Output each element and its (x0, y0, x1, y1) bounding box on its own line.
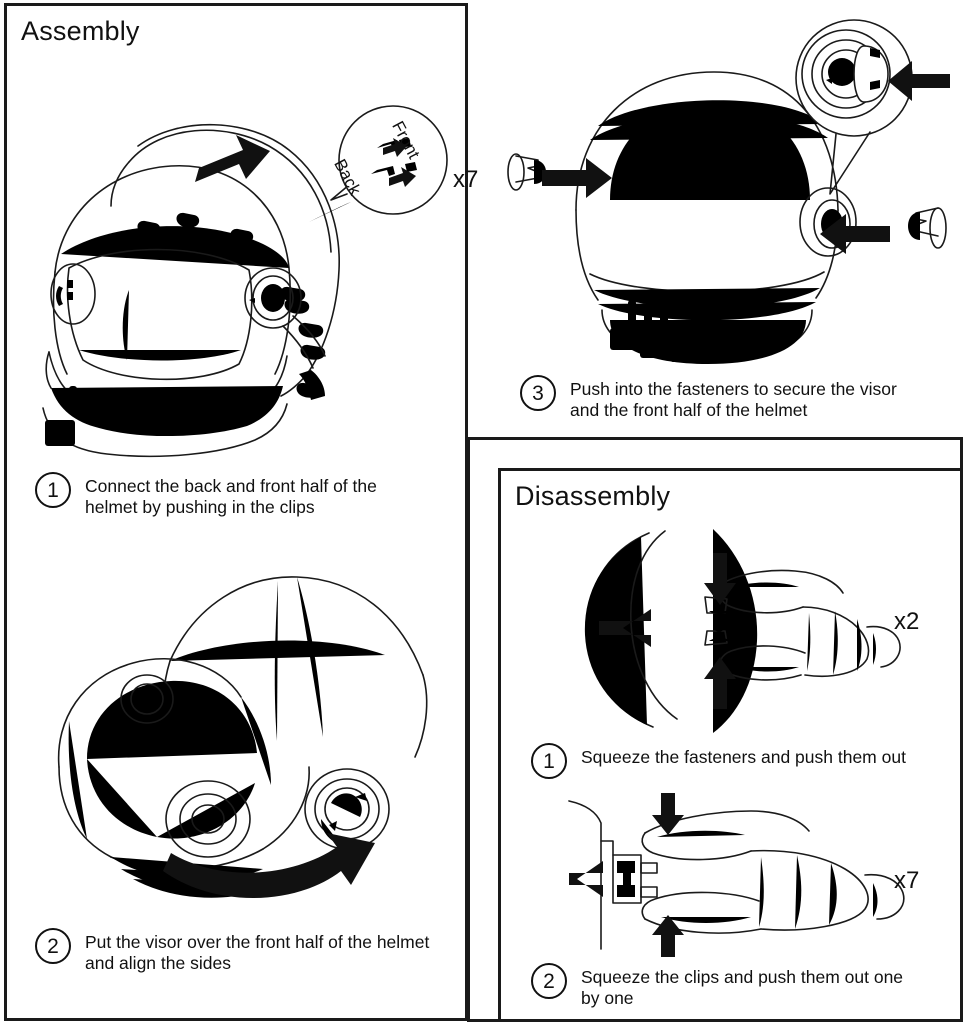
clip-quantity-label: x7 (453, 166, 479, 193)
assembly-step-2-text: Put the visor over the front half of the… (85, 932, 430, 974)
disassembly-step-2: 2 Squeeze the clips and push them out on… (531, 963, 926, 1010)
disassembly-step-2-text: Squeeze the clips and push them out one … (581, 967, 904, 1009)
assembly-step2-illustration (25, 571, 455, 916)
assembly-step-1: 1 Connect the back and front half of the… (35, 472, 430, 519)
assembly-step-3-number: 3 (520, 375, 556, 411)
assembly-panel-title: Assembly (21, 16, 140, 46)
disassembly-step-1-quantity: x2 (894, 608, 920, 635)
disassembly-outer-frame: Disassembly (467, 437, 963, 1022)
assembly-step-3: 3 Push into the fasteners to secure the … (520, 375, 915, 422)
assembly-step3-illustration (498, 19, 954, 374)
assembly-step-3-text: Push into the fasteners to secure the vi… (570, 379, 897, 421)
assembly-step-2-number: 2 (35, 928, 71, 964)
disassembly-step2-illustration (565, 789, 925, 961)
assembly-step-1-number: 1 (35, 472, 71, 508)
disassembly-step1-illustration (537, 519, 937, 739)
assembly-panel: Assembly (4, 3, 478, 1021)
disassembly-step-1: 1 Squeeze the fasteners and push them ou… (531, 743, 906, 779)
assembly-step-2: 2 Put the visor over the front half of t… (35, 928, 430, 975)
assembly-step-1-text: Connect the back and front half of the h… (85, 476, 377, 518)
disassembly-step-1-number: 1 (531, 743, 567, 779)
disassembly-panel-title: Disassembly (515, 481, 671, 511)
clip-detail-callout (325, 102, 461, 226)
assembly-step1-illustration (11, 102, 351, 458)
disassembly-step-1-text: Squeeze the fasteners and push them out (581, 747, 906, 767)
disassembly-step-2-quantity: x7 (894, 867, 920, 894)
disassembly-step-2-number: 2 (531, 963, 567, 999)
disassembly-panel: Disassembly (498, 468, 963, 1022)
